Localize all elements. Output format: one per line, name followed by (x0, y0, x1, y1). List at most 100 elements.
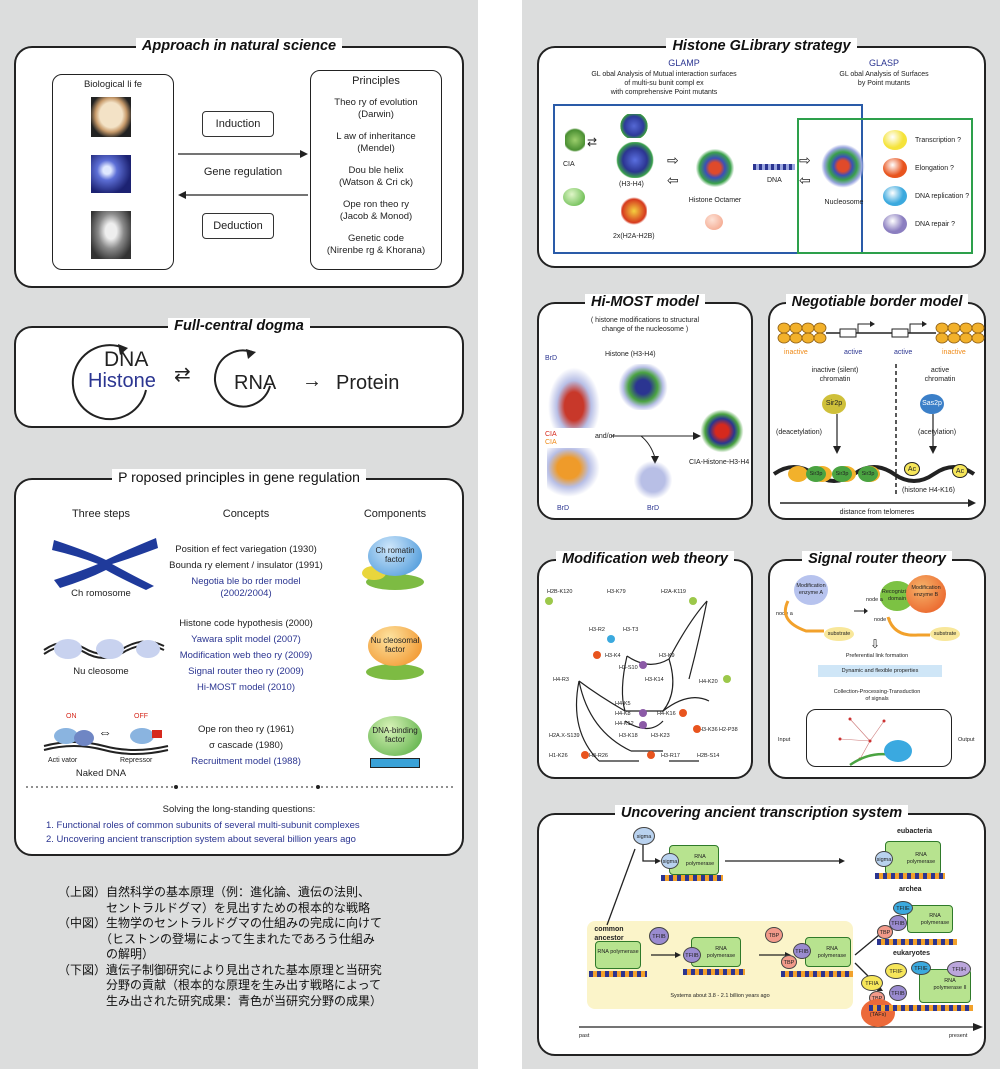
negotiable-panel: Negotiable border model inactive active … (768, 294, 986, 520)
octamer-label: Histone Octamer (688, 197, 742, 204)
node-5: H3-K4 (605, 653, 621, 659)
darwin-portrait (91, 211, 131, 259)
andor-label: and/or (595, 433, 615, 440)
biological-life-label: Biological li fe (83, 79, 143, 90)
h3h4-structure (615, 364, 671, 410)
sir3p-0: Sir3p (806, 466, 826, 482)
glamp-arrow-left-icon: ⇦ (667, 172, 679, 188)
nucleosome-3d-image (821, 144, 865, 188)
dynamic-label: Dynamic and flexible properties (818, 665, 942, 677)
function-label-3: DNA repair ? (915, 221, 956, 228)
row1-concept-1: Bounda ry element / insulator (1991) (169, 560, 323, 571)
row2-concept-blue-0: Yawara split model (2007) (191, 634, 301, 645)
rna-cycle-arrow (214, 349, 271, 408)
node-16: H3-K23 (651, 733, 670, 739)
octamer-image (695, 148, 735, 188)
glamp-desc: GL obal Analysis of Mutual interaction s… (591, 71, 737, 96)
function-bubble-2 (883, 186, 907, 206)
node-19: H1-K26 (549, 753, 568, 759)
node-8: H3-K14 (645, 677, 664, 683)
row2-concept-blue-1: Modification web theo ry (2009) (179, 650, 313, 661)
node-6: H3-K9 (659, 653, 675, 659)
function-label-0: Transcription ? (915, 137, 962, 144)
histone-h3h4-label: Histone (H3-H4) (605, 351, 656, 358)
solving-label: Solving the long-standing questions: (162, 804, 316, 815)
principle-0: Theo ry of evolution(Darwin) (334, 97, 418, 120)
node-12: H4-K12 (615, 721, 634, 727)
router-network (838, 717, 912, 767)
chromosome-label: Ch romosome (71, 588, 131, 599)
complex-structure (699, 408, 745, 454)
node-23: H2-P38 (719, 727, 738, 733)
brd-cia-orange-structure (547, 448, 601, 498)
on-label: ON (66, 713, 77, 720)
nucleosome-label: Nucleosome (824, 199, 864, 206)
row1-concept-0: Position ef fect variegation (1930) (175, 544, 317, 555)
brd-top-label: BrD (545, 355, 558, 362)
peach-sphere-image (705, 214, 723, 230)
dogma-panel: Full-central dogma DNA Histone ⇄ RNA → P… (14, 318, 464, 428)
deduction-box: Deduction (202, 213, 274, 239)
function-bubble-3 (883, 214, 907, 234)
substrate-left: substrate (824, 627, 854, 641)
node-21: H3-R17 (661, 753, 680, 759)
caption-line-5: （下図）遺伝子制御研究により見出された基本原理と当研究 (58, 962, 382, 977)
node-7: H3-S10 (619, 665, 638, 671)
function-label-1: Elongation ? (915, 165, 954, 172)
router-title: Signal router theory (802, 551, 952, 567)
glamp-arrow-right-icon: ⇨ (667, 152, 679, 168)
naked-dna-label: Naked DNA (75, 768, 127, 779)
dashed-border-line (895, 364, 897, 494)
off-label: OFF (134, 713, 148, 720)
row3-concept-blue-0: Recruitment model (1988) (191, 756, 301, 767)
tfiid-bubble: TFIID(TAFs) (861, 999, 895, 1027)
cia-orange-label: CIA (545, 439, 557, 446)
rna-label: RNA (234, 372, 277, 394)
gene-regulation-label: Gene regulation (203, 166, 283, 178)
node-9: H4-R3 (553, 677, 569, 683)
router-substrate-curves (783, 600, 930, 637)
glasp-label: GLASP (868, 58, 899, 68)
nucleosomal-factor-icon: Nu cleosomal factor (362, 626, 428, 680)
node-11: H4-K8 (615, 711, 631, 717)
eukaryotes-label: eukaryotes (893, 950, 930, 957)
row3-concept-1: σ cascade (1980) (209, 740, 283, 751)
himost-panel: Hi-MOST model ( histone modifications to… (537, 294, 753, 520)
modweb-network (576, 600, 710, 762)
sir3p-1: Sir3p (832, 466, 852, 482)
caption-line-3: （ヒストンの登場によって生まれたであろう仕組み (58, 931, 375, 946)
node-22: H2B-S14 (697, 753, 720, 759)
cells-image (91, 155, 131, 193)
repressor-label: Repressor (120, 757, 153, 764)
caption-line-1: セントラルドグマ）を見出すための根本的な戦略 (58, 900, 371, 915)
router-down-arrow-icon: ⇩ (870, 637, 881, 651)
brd-bottom2-label: BrD (647, 505, 660, 512)
protein-label: Protein (336, 372, 400, 394)
cia-red-label: CIA (545, 431, 557, 438)
tfiib-bubble: TFIIB (649, 927, 669, 945)
h2ah2b-image (621, 194, 647, 228)
principles-box: Principles Theo ry of evolution(Darwin) … (310, 70, 442, 270)
node-10: H4-K5 (615, 701, 631, 707)
inactive-right-label: inactive (942, 349, 966, 356)
induction-box: Induction (202, 111, 274, 137)
glibrary-title: Histone GLibrary strategy (666, 38, 857, 54)
sir3p-2: Sir3p (858, 466, 878, 482)
dna-helix-image (753, 164, 795, 170)
h2ah2b-label: 2x(H2A-H2B) (613, 233, 655, 240)
node-1: H3-K79 (607, 589, 626, 595)
glibrary-panel: Histone GLibrary strategy GLAMP GL obal … (537, 38, 986, 268)
enzyme-a: Modification enzyme A (794, 575, 828, 605)
systems-label: Systems about 3.8 - 2.1 billion years ag… (670, 993, 770, 999)
dna-binding-factor-icon: DNA-binding factor (362, 716, 428, 770)
node-b-right: node b (874, 617, 891, 623)
h3h4-alt-structure (631, 460, 675, 500)
caption-line-6: 分野の貢献（根本的な原理を生み出す戦略によって (58, 978, 382, 992)
nuc-arrow-left-icon: ⇦ (799, 172, 811, 188)
preferential-label: Preferential link formation (845, 653, 909, 659)
tbp-bubble: TBP (765, 927, 783, 943)
row2-concept-blue-2: Signal router theo ry (2009) (188, 666, 304, 677)
